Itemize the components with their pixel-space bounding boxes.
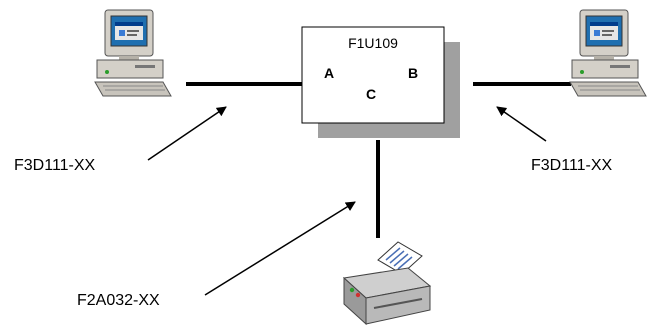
switch-model-label: F1U109 xyxy=(348,35,398,51)
right-cable-label: F3D111-XX xyxy=(531,157,613,174)
port-b-label: B xyxy=(408,65,418,81)
port-c-label: C xyxy=(366,86,376,102)
left-cable-label: F3D111-XX xyxy=(14,157,96,174)
bottom-cable-label: F2A032-XX xyxy=(77,292,160,309)
desktop-computer-icon xyxy=(569,9,647,97)
desktop-computer-icon xyxy=(94,9,172,97)
right-cable-arrow xyxy=(496,106,547,142)
left-cable-arrow xyxy=(147,106,227,161)
bottom-cable-arrow xyxy=(204,201,356,296)
printer-icon xyxy=(342,241,432,326)
port-a-label: A xyxy=(324,65,334,81)
switch-box xyxy=(301,26,445,124)
